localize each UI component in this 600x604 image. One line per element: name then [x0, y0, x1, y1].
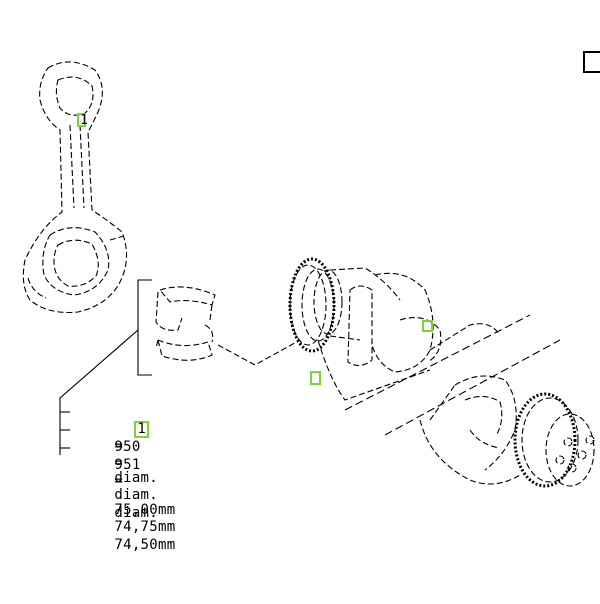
crank-callout-box-b[interactable] [310, 371, 321, 385]
legend-row: 1 = diam. 75,00mm [62, 405, 175, 534]
connecting-rod [22, 61, 128, 314]
leader-lines [59, 279, 301, 455]
legend-code: 951 [114, 457, 141, 473]
legend-word: diam. [114, 505, 159, 521]
legend-word: diam. [114, 487, 159, 503]
legend-row: 951 = diam. 74,50mm [62, 441, 175, 569]
legend-value: 75,00mm [114, 502, 176, 518]
corner-frame [583, 51, 600, 73]
legend-code-highlight: 1 [134, 421, 150, 438]
crankshaft [289, 264, 595, 487]
legend-equals: = [114, 438, 124, 454]
crank-callout-box-a[interactable] [422, 320, 433, 332]
legend-row: 950 = diam. 74,75mm [62, 423, 175, 551]
legend-equals: = [114, 455, 124, 471]
rod-callout-box[interactable]: 1 [77, 113, 88, 128]
break-lines [344, 314, 561, 436]
legend-value: 74,50mm [114, 537, 176, 553]
legend-word: diam. [114, 470, 159, 486]
gear-teeth [288, 257, 577, 488]
legend-code: 950 [114, 439, 141, 455]
legend-value: 74,75mm [114, 519, 176, 535]
legend-equals: = [114, 473, 124, 489]
rod-callout-label: 1 [80, 113, 88, 128]
bearing-shells [155, 286, 216, 361]
